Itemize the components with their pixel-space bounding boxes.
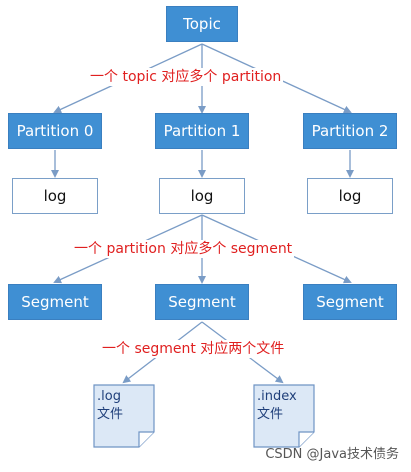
log-node-0: log — [12, 178, 98, 214]
log-file-extension: .log — [97, 389, 121, 404]
log-node-2: log — [307, 178, 393, 214]
log-file-icon: .log 文件 — [93, 384, 155, 448]
relation-label-topic-partition: 一个 topic 对应多个 partition — [88, 68, 284, 86]
log-node-1: log — [159, 178, 245, 214]
segment-node-1: Segment — [155, 284, 249, 320]
index-file-extension: .index — [257, 389, 297, 404]
partition-2-node: Partition 2 — [303, 113, 397, 149]
relation-label-segment-files: 一个 segment 对应两个文件 — [100, 340, 287, 358]
topic-node: Topic — [166, 6, 238, 42]
index-file-label: 文件 — [257, 407, 284, 422]
segment-node-0: Segment — [8, 284, 102, 320]
partition-0-node: Partition 0 — [8, 113, 102, 149]
log-file-label: 文件 — [97, 407, 124, 422]
index-file-icon: .index 文件 — [253, 384, 315, 448]
segment-node-2: Segment — [303, 284, 397, 320]
watermark: CSDN @Java技术债务 — [265, 447, 399, 462]
partition-1-node: Partition 1 — [155, 113, 249, 149]
relation-label-partition-segment: 一个 partition 对应多个 segment — [72, 240, 295, 258]
